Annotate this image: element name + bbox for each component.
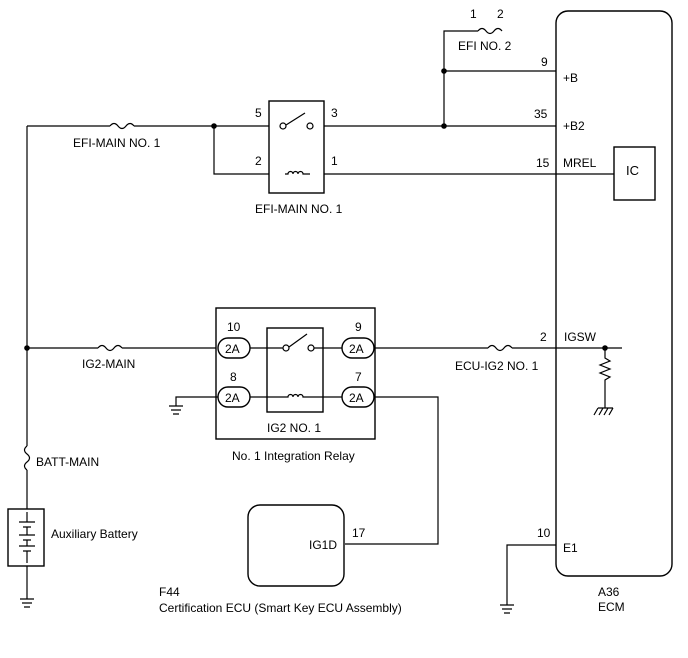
ecu-ig2-label: ECU-IG2 NO. 1 xyxy=(455,359,539,373)
ecm-b-label: +B xyxy=(563,71,578,85)
relay-switch-contact xyxy=(279,122,287,130)
coil-feed-wire xyxy=(213,126,269,175)
efi-main-relay-box xyxy=(268,100,325,194)
ig1d-label: IG1D xyxy=(309,538,337,552)
efi-no2-pin-2: 2 xyxy=(497,7,504,21)
ecm-pin-35: 35 xyxy=(534,107,548,121)
batt-main-label: BATT-MAIN xyxy=(36,455,99,469)
efi-main-relay-label: EFI-MAIN NO. 1 xyxy=(255,202,343,216)
relay-switch-arm xyxy=(288,333,308,348)
ig2-no1-label: IG2 NO. 1 xyxy=(267,421,321,435)
ic-label: IC xyxy=(626,163,639,178)
resistor-icon xyxy=(598,348,612,408)
relay-pin-3: 3 xyxy=(331,106,338,120)
ecm-b2-label: +B2 xyxy=(563,119,585,133)
ig2-relay-coil-wire xyxy=(250,393,342,398)
ir-pin-10: 10 xyxy=(227,320,241,334)
relay-switch-contact xyxy=(306,122,314,130)
pin8-ground-wire xyxy=(175,396,218,406)
integration-relay-label: No. 1 Integration Relay xyxy=(232,449,355,463)
ecm-e1-label: E1 xyxy=(563,541,578,555)
ecm-box xyxy=(555,10,673,577)
ground-icon xyxy=(169,405,183,415)
certification-ecu-box xyxy=(247,504,345,587)
connector-2a-label: 2A xyxy=(225,342,240,356)
ecm-pin-9: 9 xyxy=(541,55,548,69)
a36-label: A36 xyxy=(598,585,620,599)
connector-2a-label: 2A xyxy=(349,342,364,356)
ig2-main-fuse-symbol xyxy=(97,344,123,352)
ground-icon xyxy=(593,407,614,416)
relay-switch-contact xyxy=(282,344,290,352)
ig2-main-label: IG2-MAIN xyxy=(82,357,135,371)
ecm-pin-2: 2 xyxy=(540,330,547,344)
ir-pin-7: 7 xyxy=(355,370,362,384)
ground-icon xyxy=(20,598,34,608)
ecm-label: ECM xyxy=(598,600,625,614)
pin7-to-ig1d-wire xyxy=(345,396,439,545)
ecm-pin-10: 10 xyxy=(537,526,551,540)
efi-no2-label: EFI NO. 2 xyxy=(458,39,512,53)
relay-pin-5: 5 xyxy=(255,106,262,120)
ig1d-pin: 17 xyxy=(352,526,366,540)
e1-ground-wire xyxy=(506,544,556,605)
connector-2a-label: 2A xyxy=(225,391,240,405)
relay-switch-arm xyxy=(285,112,306,126)
aux-battery-label: Auxiliary Battery xyxy=(51,527,138,541)
ir-pin-9: 9 xyxy=(355,320,362,334)
efi-no2-fuse-symbol xyxy=(477,27,503,35)
f44-label: F44 xyxy=(159,585,180,599)
battery-icon xyxy=(19,512,35,563)
efi-main-fuse-symbol xyxy=(109,122,135,130)
batt-main-fuse-symbol xyxy=(23,445,31,471)
ecu-ig2-fuse-symbol xyxy=(487,344,513,352)
ground-icon xyxy=(500,604,514,614)
efi-no2-pin-1: 1 xyxy=(470,7,477,21)
relay-pin-1: 1 xyxy=(331,154,338,168)
battery-box xyxy=(7,508,45,567)
ecm-igsw-label: IGSW xyxy=(564,330,597,344)
ecm-pin-15: 15 xyxy=(536,156,550,170)
certification-ecu-label: Certification ECU (Smart Key ECU Assembl… xyxy=(159,601,402,615)
relay-coil-icon xyxy=(285,170,310,175)
ig2-no1-relay-box xyxy=(266,327,324,413)
ecm-mrel-label: MREL xyxy=(563,156,597,170)
ir-pin-8: 8 xyxy=(230,370,237,384)
efi-no2-wire-top xyxy=(443,30,478,71)
relay-pin-2: 2 xyxy=(255,154,262,168)
efi-main-fuse-label: EFI-MAIN NO. 1 xyxy=(73,136,161,150)
connector-2a-label: 2A xyxy=(349,391,364,405)
